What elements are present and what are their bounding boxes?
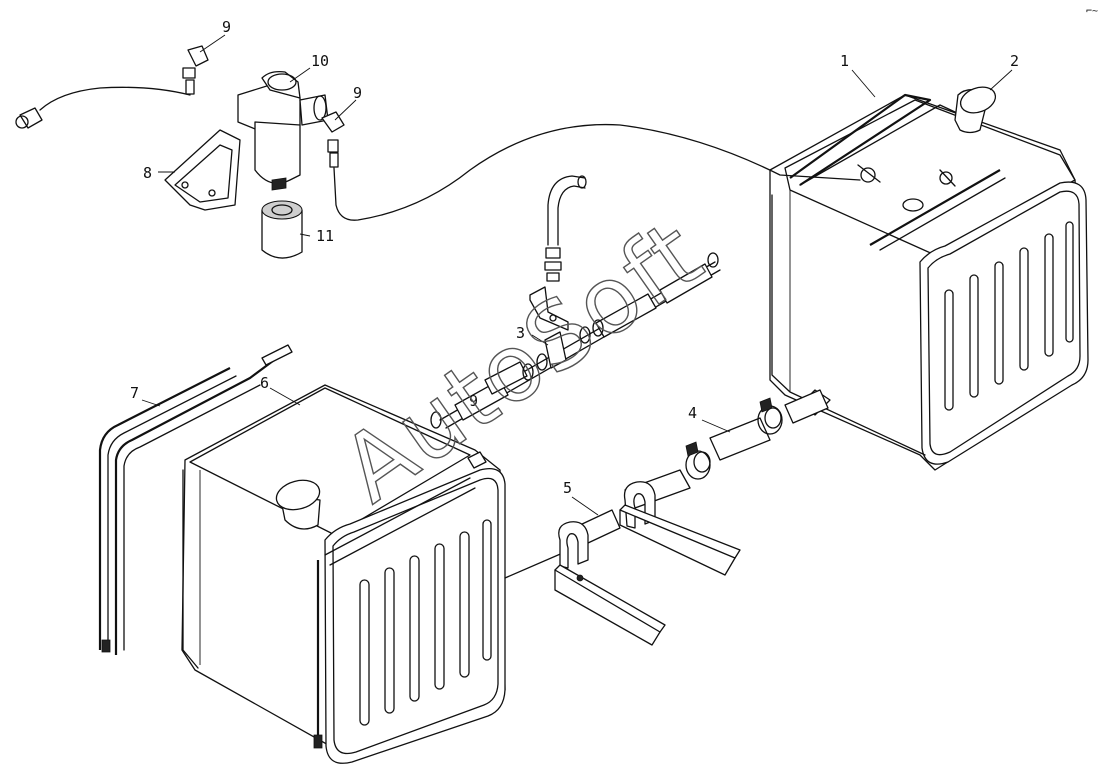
- left-tank-filler-cap: [275, 479, 321, 511]
- fuel-filter-assembly: [15, 45, 861, 259]
- callout-leaders: [141, 34, 1013, 516]
- callout-10: 10: [311, 52, 329, 70]
- left-tank-slots: [359, 519, 492, 726]
- callout-6: 6: [260, 374, 269, 392]
- balance-pipe-assembly: [504, 389, 829, 646]
- callout-2: 2: [1010, 52, 1019, 70]
- callout-9-pipe: 9: [469, 392, 478, 410]
- right-tank-slots: [944, 221, 1074, 411]
- callout-8: 8: [143, 164, 152, 182]
- right-tank-filler-cap: [959, 86, 997, 114]
- callout-5: 5: [563, 479, 572, 497]
- callout-9-right: 9: [353, 84, 362, 102]
- fitting-right: [321, 111, 345, 168]
- filter-element: [261, 209, 303, 259]
- tank-straps: [98, 344, 293, 655]
- filter-bracket: [164, 129, 241, 211]
- callout-9-top: 9: [222, 18, 231, 36]
- left-fuel-tank: [181, 384, 506, 764]
- watermark: AutoSoft: [323, 200, 721, 523]
- callout-labels: 1 2 3 4 5 6 7 8 9 9 9 10 11 ⌐~: [130, 6, 1098, 497]
- callout-3: 3: [516, 324, 525, 342]
- callout-7: 7: [130, 384, 139, 402]
- corner-mark: ⌐~: [1086, 6, 1098, 17]
- fitting-top: [182, 45, 209, 95]
- fuel-line-assembly: [430, 175, 721, 429]
- callout-1: 1: [840, 52, 849, 70]
- callout-4: 4: [688, 404, 697, 422]
- right-fuel-tank: [769, 86, 1089, 471]
- callout-11: 11: [316, 227, 334, 245]
